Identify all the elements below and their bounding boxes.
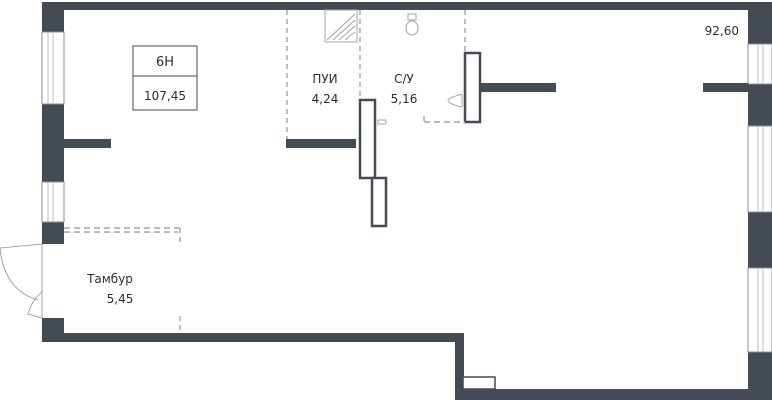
- fixtures: [324, 9, 463, 125]
- column-upper: [358, 98, 377, 180]
- dashed-partitions: [64, 10, 466, 333]
- main-room-area: 92,60: [705, 24, 739, 38]
- window-right-3: [747, 267, 772, 353]
- bathroom-area: 5,16: [391, 92, 418, 106]
- window-left-2: [41, 181, 65, 223]
- window-left-1: [41, 31, 65, 105]
- bathroom-name: С/У: [394, 72, 414, 86]
- stub-wall-right: [703, 83, 748, 92]
- wall-right-bottom: [748, 352, 772, 400]
- unit-number: 6Н: [156, 55, 174, 70]
- vestibule-name: Тамбур: [86, 272, 133, 286]
- column-lower: [370, 176, 388, 228]
- wall-step-vertical: [455, 333, 464, 400]
- sink-icon: [324, 9, 358, 43]
- wall-bottom-right: [455, 389, 772, 400]
- wall-bottom-left: [42, 333, 464, 342]
- unit-label-frame: [132, 45, 198, 111]
- entrance-door: [0, 243, 43, 319]
- wall-right-top: [748, 2, 772, 44]
- wall-left-top: [42, 2, 64, 32]
- window-right-2: [747, 125, 772, 213]
- storage-room-name: ПУИ: [312, 72, 337, 86]
- storage-room-area: 4,24: [312, 92, 339, 106]
- wall-right-mid1: [748, 84, 772, 126]
- stub-wall-left: [64, 139, 111, 148]
- toilet-icon: [405, 13, 419, 36]
- windows: [41, 31, 772, 353]
- window-right-1: [747, 43, 772, 85]
- interior-walls: [64, 51, 748, 390]
- storage-bottom-wall: [286, 139, 356, 148]
- vestibule-area: 5,45: [107, 292, 134, 306]
- door-stop: [377, 119, 387, 125]
- step-niche: [462, 376, 496, 390]
- outer-walls: [42, 2, 772, 400]
- wall-right-mid2: [748, 212, 772, 268]
- unit-label: 6Н 107,45: [132, 45, 198, 111]
- washbasin-icon: [447, 93, 463, 108]
- wall-left-low: [42, 222, 64, 244]
- column-bathroom: [463, 51, 482, 124]
- wall-left-mid: [42, 104, 64, 182]
- unit-total-area: 107,45: [144, 89, 186, 103]
- wall-top: [42, 2, 772, 10]
- bathroom-right-wall: [467, 83, 556, 92]
